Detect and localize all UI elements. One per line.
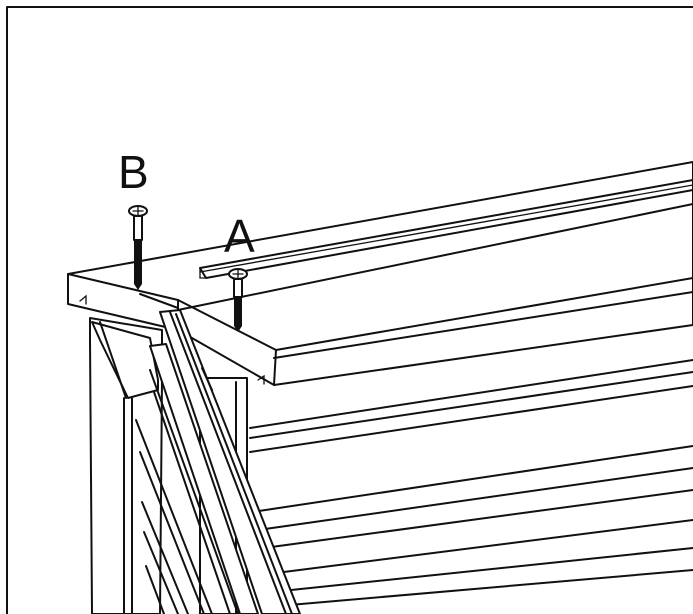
screw-b [128, 205, 148, 290]
label-b: B [118, 146, 149, 198]
diagonal-panel [135, 309, 301, 614]
label-a: A [224, 210, 255, 262]
top-channel [199, 179, 693, 279]
screw-a [228, 268, 248, 332]
diagram-frame [6, 6, 693, 614]
left-post [89, 317, 163, 614]
wall-panel-lines [249, 359, 693, 607]
